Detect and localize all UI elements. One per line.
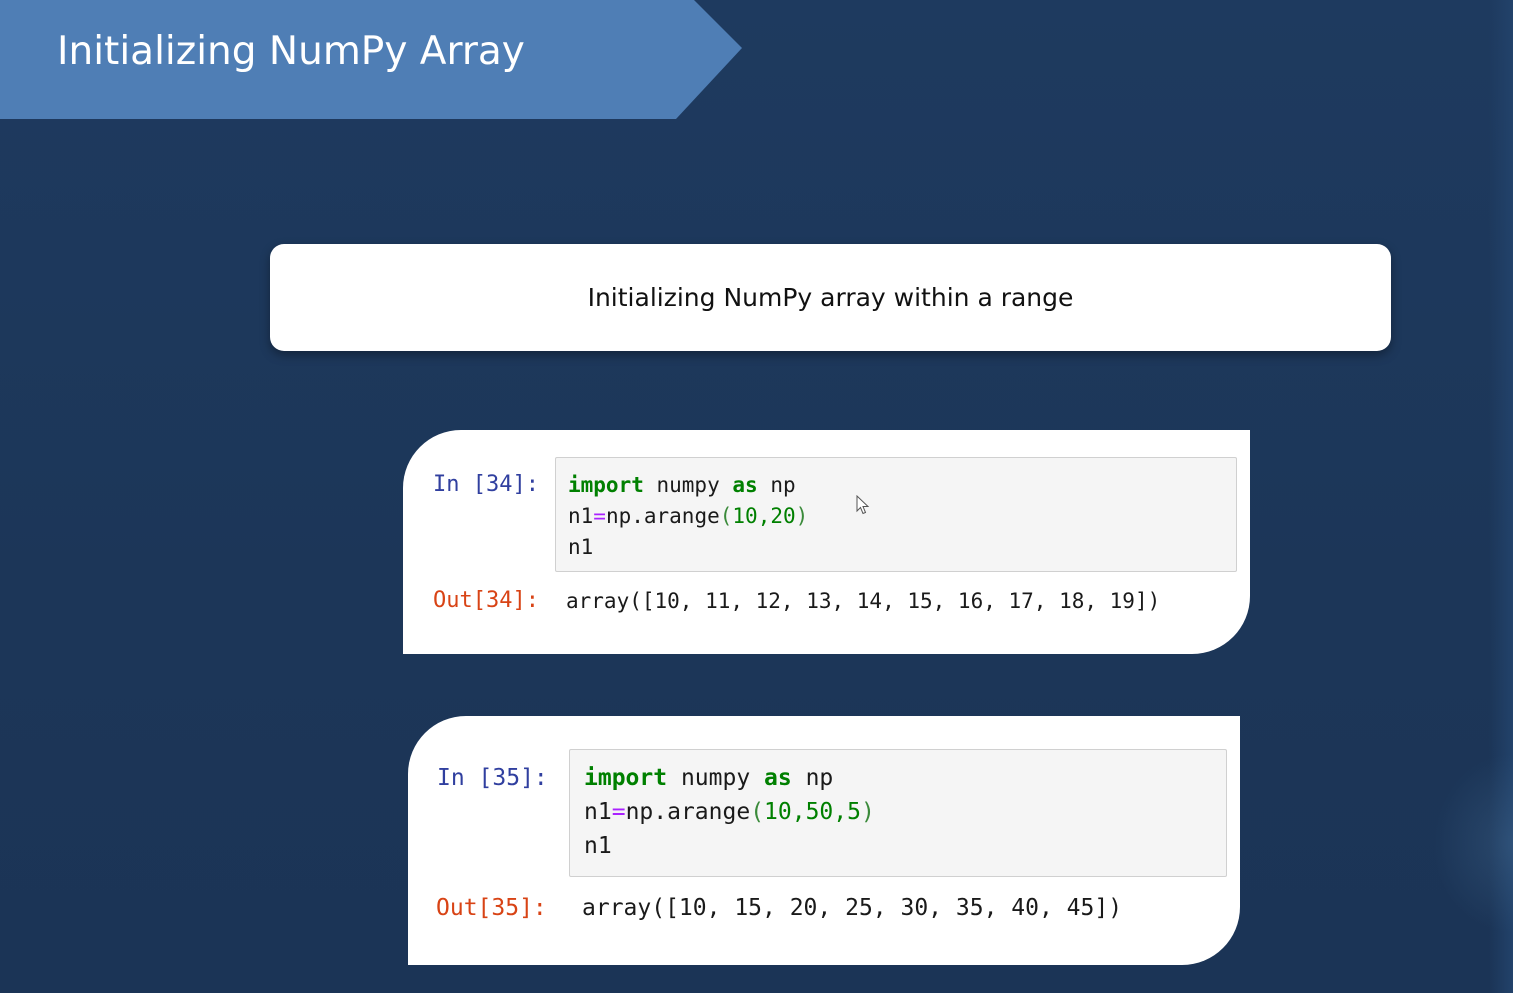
code-paren-close: ) (795, 504, 809, 528)
code-text: numpy (667, 765, 765, 791)
code-call: np.arange (605, 504, 720, 528)
output-prompt: Out[35]: (436, 895, 547, 921)
code-paren-close: ) (860, 799, 875, 825)
code-args: 10,20 (732, 504, 796, 528)
input-prompt: In [34]: (433, 472, 539, 497)
code-line-1: import numpy as np (568, 472, 796, 498)
input-prompt: In [35]: (437, 765, 548, 791)
code-line-2: n1=np.arange(10,50,5) (584, 798, 875, 826)
code-input-area[interactable] (555, 457, 1237, 572)
mouse-pointer-icon (856, 495, 870, 515)
code-line-3: n1 (584, 833, 612, 859)
code-args: 10,50,5 (764, 799, 861, 825)
output-prompt: Out[34]: (433, 588, 539, 613)
subtitle-box: Initializing NumPy array within a range (270, 244, 1391, 351)
keyword-as: as (732, 473, 758, 497)
code-text: np (791, 765, 834, 791)
code-paren-open: ( (719, 504, 733, 528)
code-line-1: import numpy as np (584, 764, 833, 792)
code-text: np (757, 473, 796, 497)
keyword-import: import (584, 765, 668, 791)
cell-output: array([10, 15, 20, 25, 30, 35, 40, 45]) (582, 895, 1123, 921)
title-banner (0, 0, 742, 119)
code-variable: n1 (568, 504, 594, 528)
keyword-import: import (568, 473, 644, 497)
code-text: numpy (643, 473, 733, 497)
code-variable: n1 (584, 799, 612, 825)
code-paren-open: ( (750, 799, 765, 825)
slide-title: Initializing NumPy Array (57, 29, 525, 74)
code-line-3: n1 (568, 535, 594, 559)
code-input-area[interactable] (569, 749, 1227, 877)
code-line-2: n1=np.arange(10,20) (568, 503, 808, 529)
slide-subtitle: Initializing NumPy array within a range (587, 283, 1074, 312)
cell-output: array([10, 11, 12, 13, 14, 15, 16, 17, 1… (566, 589, 1161, 613)
code-operator: = (593, 504, 606, 528)
code-call: np.arange (625, 799, 751, 825)
keyword-as: as (764, 765, 792, 791)
code-operator: = (611, 799, 626, 825)
corner-glow (1433, 753, 1513, 933)
slide-right-edge (1489, 0, 1513, 993)
